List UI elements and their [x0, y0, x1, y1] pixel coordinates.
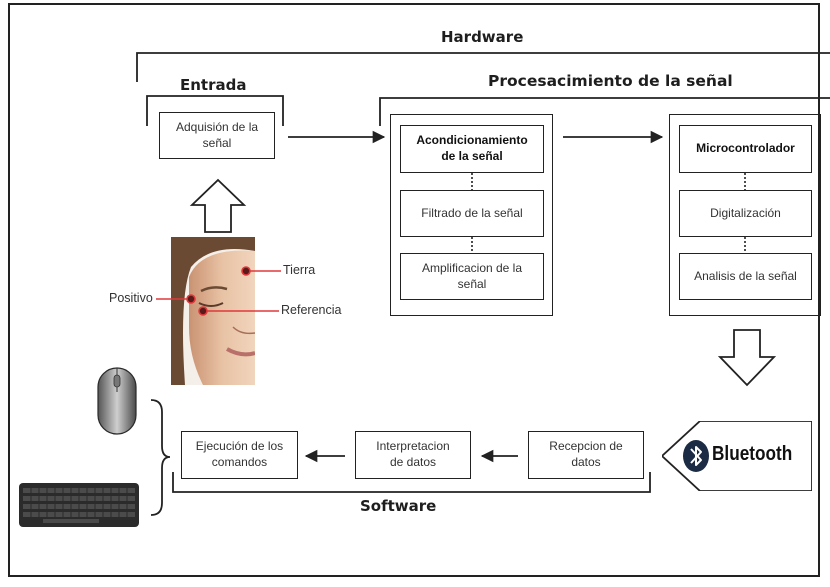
software-bracket: [172, 472, 651, 493]
hardware-heading: Hardware: [441, 28, 524, 46]
hardware-bracket: [136, 52, 830, 82]
electrode-referencia: [198, 306, 279, 316]
diagram-frame: [8, 3, 820, 577]
acondicionamiento-title-box: Acondicionamiento de la señal: [400, 125, 544, 173]
digitalizacion-box: Digitalización: [679, 190, 812, 237]
adquisicion-box: Adquisión de la señal: [159, 112, 275, 159]
electrode-positivo: [156, 294, 196, 304]
keyboard-icon: [19, 483, 139, 527]
bluetooth-badge: Bluetooth: [662, 421, 812, 491]
bluetooth-icon: [683, 440, 709, 472]
procesamiento-heading: Procesacimiento de la señal: [488, 72, 733, 90]
label-referencia: Referencia: [281, 303, 342, 317]
microcontrolador-group: [669, 114, 821, 316]
analisis-box: Analisis de la señal: [679, 253, 812, 300]
label-positivo: Positivo: [109, 291, 153, 305]
mouse-icon: [97, 367, 137, 435]
acondicionamiento-group: [390, 114, 553, 316]
software-heading: Software: [360, 497, 437, 515]
amplificacion-box: Amplificacion de la señal: [400, 253, 544, 300]
entrada-bracket: [146, 95, 284, 126]
curly-brace: [150, 399, 171, 516]
ejecucion-box: Ejecución de los comandos: [181, 431, 298, 479]
down-hollow-arrow: [717, 329, 777, 387]
electrode-tierra: [241, 266, 281, 276]
procesamiento-bracket: [379, 97, 830, 126]
interpretacion-box: Interpretacion de datos: [355, 431, 471, 479]
microcontrolador-title-box: Microcontrolador: [679, 125, 812, 173]
entrada-heading: Entrada: [180, 76, 247, 94]
filtrado-box: Filtrado de la señal: [400, 190, 544, 237]
bluetooth-label: Bluetooth: [712, 443, 793, 465]
recepcion-box: Recepcion de datos: [528, 431, 644, 479]
label-tierra: Tierra: [283, 263, 316, 277]
up-hollow-arrow: [189, 178, 247, 233]
